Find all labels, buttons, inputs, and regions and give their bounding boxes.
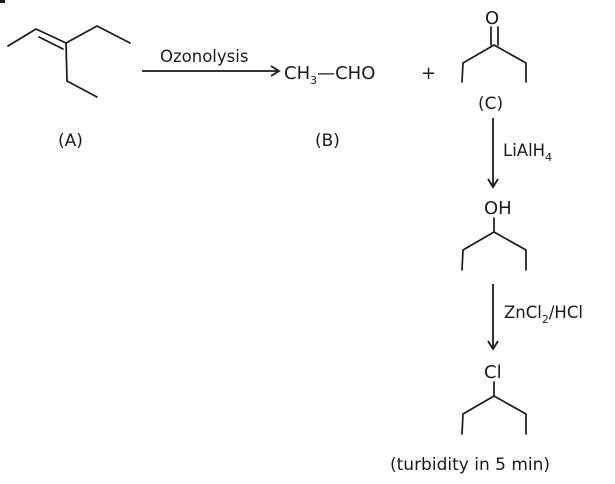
product-b-left: CH [284, 63, 310, 84]
corner-mark [0, 0, 5, 3]
chlorination-arrowhead [487, 340, 499, 351]
chlorination-reagent: ZnCl2/HCl [504, 303, 583, 326]
label-c: (C) [478, 94, 503, 114]
ozonolysis-label: Ozonolysis [160, 47, 248, 66]
product-b-subscript: 3 [310, 74, 317, 87]
reduction-arrowhead [487, 178, 499, 189]
chloride-structure: Cl [461, 362, 527, 435]
label-b: (B) [315, 131, 340, 151]
product-b-formula: CH3—CHO [284, 63, 375, 87]
compound-c-structure: O [461, 8, 527, 83]
chlorination-reagent-b: /HCl [549, 303, 583, 322]
alcohol-structure: OH [461, 198, 527, 271]
hydroxyl-label: OH [484, 198, 512, 219]
reduction-reagent-subscript: 4 [545, 151, 552, 164]
plus-sign: + [421, 63, 436, 84]
ozonolysis-arrowhead [270, 65, 281, 77]
chlorination-reagent-subscript: 2 [542, 313, 549, 326]
turbidity-note: (turbidity in 5 min) [390, 455, 550, 475]
chlorine-label: Cl [484, 362, 502, 383]
chlorination-reagent-a: ZnCl [504, 303, 542, 322]
label-a: (A) [58, 131, 83, 151]
reduction-reagent: LiAlH4 [503, 141, 552, 164]
reduction-reagent-main: LiAlH [503, 141, 545, 160]
carbonyl-oxygen-label: O [485, 8, 499, 29]
compound-a-structure [7, 25, 131, 98]
product-b-right: —CHO [317, 63, 375, 84]
